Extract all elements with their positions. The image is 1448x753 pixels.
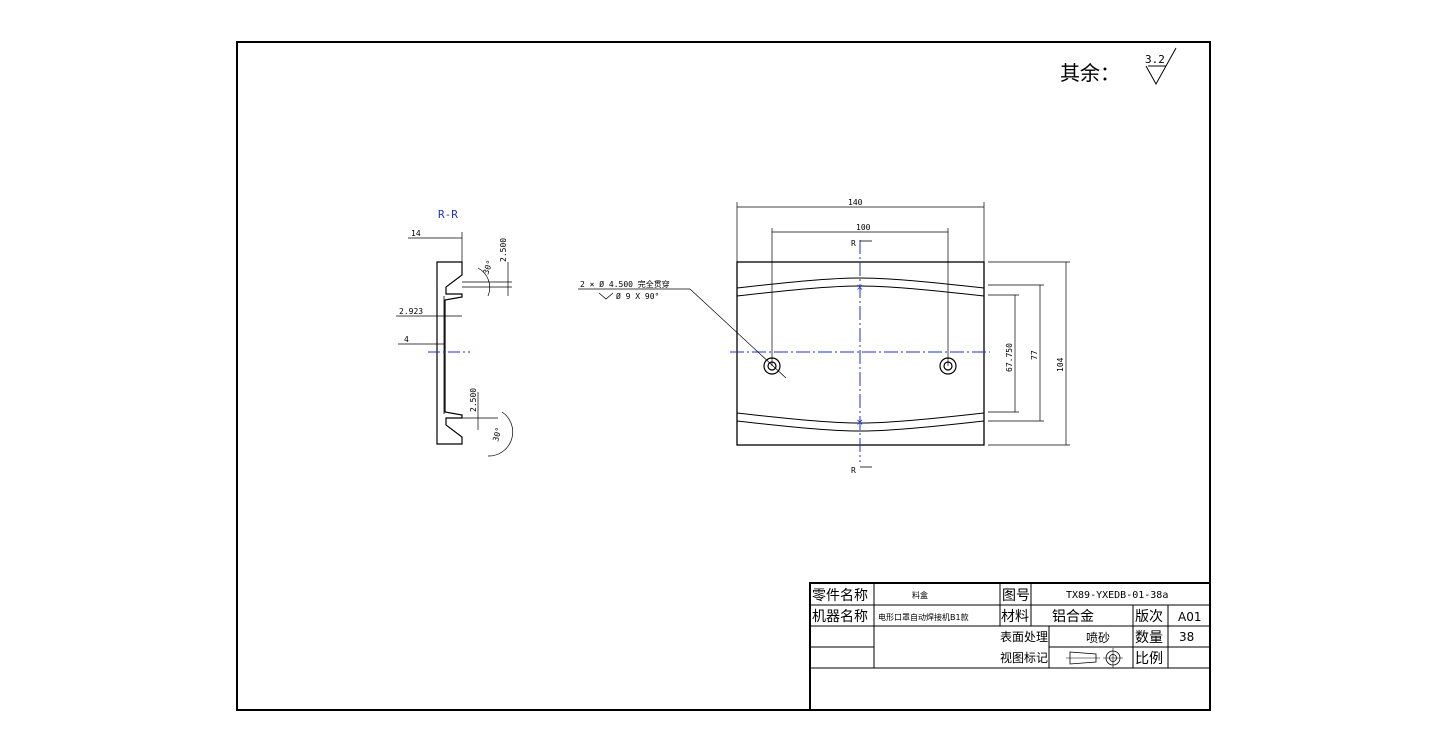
section-angle-bottom-arc xyxy=(487,411,514,457)
section-angle-top-arc xyxy=(477,267,491,297)
plan-cross-top: × xyxy=(856,283,864,293)
plan-view: × × 140 100 R R 67.750 77 104 xyxy=(578,198,1070,475)
part-name-label: 零件名称 xyxy=(812,588,868,604)
section-angle-bottom: 30° xyxy=(491,426,503,442)
section-mark-bottom: R xyxy=(851,466,856,475)
section-dim-2500-bottom: 2.500 xyxy=(469,388,478,412)
title-block: 零件名称 料盒 图号 TX89-YXEDB-01-38a 机器名称 电形口罩自动… xyxy=(809,582,1211,711)
section-dim-2500-top: 2.500 xyxy=(499,238,508,262)
drawing-no-value: TX89-YXEDB-01-38a xyxy=(1066,590,1168,601)
section-angle-top: 30° xyxy=(481,259,494,276)
material-value: 铝合金 xyxy=(1052,609,1094,625)
plan-top-curve-1 xyxy=(736,277,985,289)
roughness-note: 其余： 3.2 xyxy=(1060,47,1177,86)
section-outline xyxy=(436,261,463,445)
surface-label: 表面处理 xyxy=(1000,630,1048,644)
section-dim-14: 14 xyxy=(411,229,421,238)
section-mark-top: R xyxy=(851,239,856,248)
revision-value: A01 xyxy=(1178,610,1201,624)
section-label: R-R xyxy=(438,208,458,221)
countersink-symbol xyxy=(598,292,614,300)
sheet-border xyxy=(236,41,1211,711)
quantity-label: 数量 xyxy=(1135,630,1163,646)
dim-100: 100 xyxy=(856,223,871,232)
material-label: 材料 xyxy=(1001,609,1029,625)
plan-cross-bottom: × xyxy=(856,418,864,428)
hole-note-2: Ø 9 X 90° xyxy=(616,291,659,301)
hole-leader-diagonal xyxy=(689,288,787,379)
roughness-value: 3.2 xyxy=(1145,53,1165,66)
dim-77: 77 xyxy=(1030,350,1039,360)
machine-name-value: 电形口罩自动焊接机B1款 xyxy=(878,612,969,622)
dim-140: 140 xyxy=(848,198,863,207)
machine-name-label: 机器名称 xyxy=(812,609,868,625)
surface-value: 喷砂 xyxy=(1086,631,1110,645)
section-dim-4: 4 xyxy=(404,335,409,344)
part-name-value: 料盒 xyxy=(912,590,928,600)
dim-104: 104 xyxy=(1056,357,1065,372)
quantity-value: 38 xyxy=(1179,630,1194,644)
scale-label: 比例 xyxy=(1135,651,1163,667)
roughness-symbol xyxy=(1145,47,1177,86)
hole-note-1: 2 × Ø 4.500 完全贯穿 xyxy=(580,279,670,289)
view-mark-label: 视图标记 xyxy=(1000,650,1048,665)
drawing-no-label: 图号 xyxy=(1002,588,1030,604)
roughness-prefix: 其余： xyxy=(1060,61,1120,85)
projection-symbol-icon xyxy=(1066,648,1123,668)
plan-bottom-curve-2 xyxy=(736,420,985,432)
section-dim-2923: 2.923 xyxy=(399,307,423,316)
dim-67750: 67.750 xyxy=(1005,343,1014,372)
section-view: R-R 14 2.500 30° 2.923 4 2.500 30° xyxy=(396,208,514,457)
revision-label: 版次 xyxy=(1135,609,1163,625)
